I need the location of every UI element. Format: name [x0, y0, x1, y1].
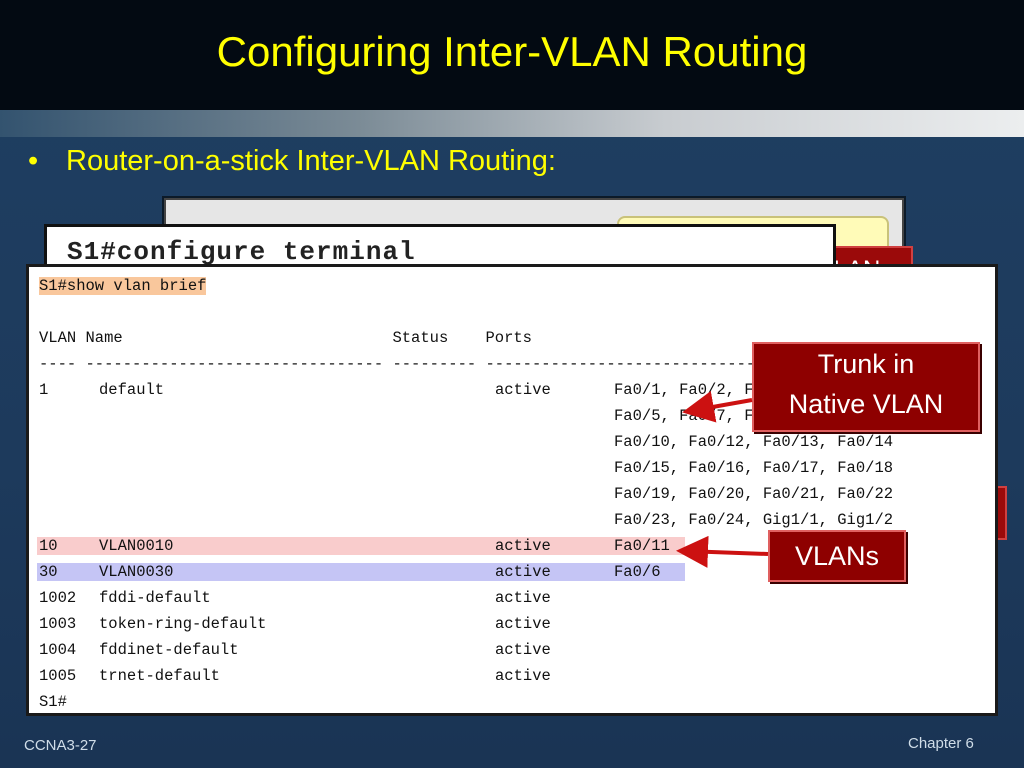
trunk-arrow: [682, 391, 753, 423]
vlan-id-cell: 1003: [39, 615, 77, 633]
vlans-arrow: [676, 535, 769, 568]
vlan-name-cell: VLAN0010: [99, 537, 174, 555]
vlan30-highlight: [37, 563, 685, 581]
vlan-name-cell: fddi-default: [99, 589, 211, 607]
vlan-name-cell: token-ring-default: [99, 615, 267, 633]
vlan-ports-cell: Fa0/10, Fa0/12, Fa0/13, Fa0/14: [614, 433, 894, 451]
callout-line-2: Native VLAN: [788, 389, 944, 419]
vlan-name-cell: VLAN0030: [99, 563, 174, 581]
vlan10-highlight: [37, 537, 685, 555]
title-bar: Configuring Inter-VLAN Routing: [0, 0, 1024, 110]
table-separator: ---- -------------------------------- --…: [39, 355, 759, 373]
bullet-icon: •: [28, 145, 39, 177]
command-highlight: S1#show vlan brief: [39, 277, 207, 295]
vlan-id-cell: 1004: [39, 641, 77, 659]
vlan-id-cell: 30: [39, 563, 58, 581]
vlan-name-cell: default: [99, 381, 165, 399]
configure-command: S1#configure terminal: [67, 237, 416, 267]
footer-slide-id: CCNA3-27: [24, 737, 97, 754]
vlan-id-cell: 10: [39, 537, 58, 555]
vlan-ports-cell: Fa0/23, Fa0/24, Gig1/1, Gig1/2: [614, 511, 894, 529]
terminal-prompt: S1#: [39, 693, 67, 711]
vlan-id-cell: 1: [39, 381, 49, 399]
header-stripe: [0, 110, 1024, 137]
table-header: VLAN Name Status Ports: [39, 329, 532, 347]
vlan-status-cell: active: [495, 589, 551, 607]
terminal-command: S1#show vlan brief: [39, 275, 207, 297]
vlan-status-cell: active: [495, 381, 551, 399]
footer-chapter: Chapter 6: [908, 735, 974, 752]
show-vlan-terminal: S1#show vlan brief VLAN Name Status Port…: [26, 264, 998, 716]
vlan-name-cell: fddinet-default: [99, 641, 239, 659]
vlan-status-cell: active: [495, 641, 551, 659]
vlan-status-cell: active: [495, 563, 551, 581]
vlan-id-cell: 1002: [39, 589, 77, 607]
slide-title: Configuring Inter-VLAN Routing: [216, 28, 808, 75]
vlan-status-cell: active: [495, 667, 551, 685]
callout-line-1: Trunk in: [817, 349, 915, 379]
vlan-status-cell: active: [495, 615, 551, 633]
vlan-ports-cell: Fa0/19, Fa0/20, Fa0/21, Fa0/22: [614, 485, 894, 503]
vlan-status-cell: active: [495, 537, 551, 555]
vlan-ports-cell: Fa0/6: [614, 563, 661, 581]
vlan-id-cell: 1005: [39, 667, 77, 685]
vlan-name-cell: trnet-default: [99, 667, 220, 685]
bullet-text: Router-on-a-stick Inter-VLAN Routing:: [66, 145, 556, 177]
vlan-ports-cell: Fa0/11: [614, 537, 670, 555]
bullet-item: • Router-on-a-stick Inter-VLAN Routing:: [28, 145, 556, 178]
trunk-native-vlan-callout: Trunk in Native VLAN: [752, 342, 980, 432]
vlan-ports-cell: Fa0/15, Fa0/16, Fa0/17, Fa0/18: [614, 459, 894, 477]
vlans-callout: VLANs: [768, 530, 906, 582]
